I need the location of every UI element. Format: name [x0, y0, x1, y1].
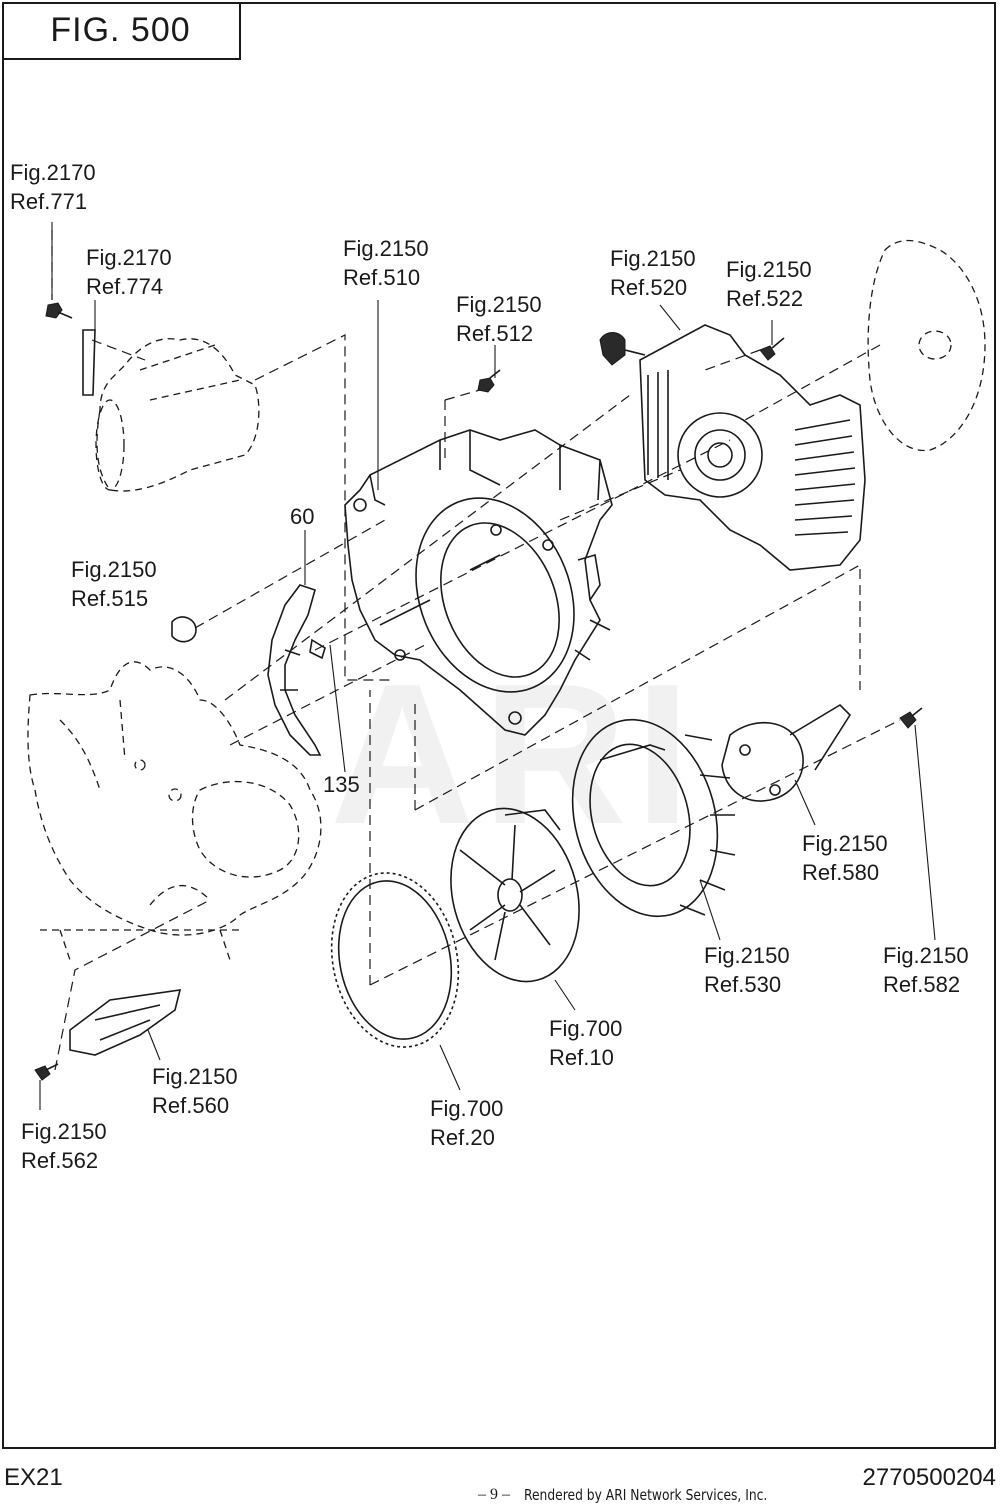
callout-fig: Fig.2150 [610, 246, 696, 271]
callout-ref: Ref.560 [152, 1093, 230, 1118]
callout-ref: Ref.512 [456, 321, 534, 346]
callout-ref: 60 [290, 504, 315, 529]
callout-ref: Ref.562 [21, 1148, 99, 1173]
figure-title: FIG. 500 [2, 2, 241, 60]
ari-watermark: ARI [330, 643, 699, 866]
callout-ref: Ref.515 [71, 586, 149, 611]
page-number: – 9 – [478, 1486, 510, 1503]
callout-fig: Fig.700 [549, 1016, 623, 1041]
callout-fig: Fig.700 [430, 1096, 504, 1121]
callout-fig: Fig.2150 [71, 557, 157, 582]
callout-fig: Fig.2150 [883, 943, 969, 968]
callout-ref: Ref.582 [883, 972, 961, 997]
callout-60: 60 [290, 502, 314, 531]
callout-ref: 135 [323, 772, 360, 797]
callout-fig: Fig.2170 [86, 245, 172, 270]
recoil-starter-part [599, 324, 866, 571]
callout-ref: Ref.774 [86, 274, 164, 299]
fastener-parts [34, 302, 923, 1081]
callout-ref: Ref.510 [343, 265, 421, 290]
bracket-part [69, 989, 182, 1056]
callout-fig: Fig.2150 [704, 943, 790, 968]
callout-fig: Fig.2150 [726, 257, 812, 282]
callout-ref: Ref.10 [549, 1045, 614, 1070]
callout-fig: Fig.2150 [21, 1119, 107, 1144]
ring-gear-part [330, 872, 460, 1048]
ghost-engine-cover [867, 239, 986, 452]
callout-ref: Ref.522 [726, 286, 804, 311]
callout-fig: Fig.2170 [10, 160, 96, 185]
part-number: 2770500204 [862, 1464, 996, 1491]
baffle-plate-part [267, 584, 322, 756]
leader-lines [39, 222, 936, 1110]
diagram-frame [2, 2, 996, 1449]
starter-motor-ghost [95, 338, 260, 492]
callout-fig: Fig.2150 [802, 831, 888, 856]
fan-housing-part [344, 429, 613, 736]
flywheel-fan-part [571, 718, 736, 918]
starter-pulley-part [450, 807, 580, 983]
callout-fig: Fig.2150 [152, 1064, 238, 1089]
model-label: EX21 [4, 1464, 63, 1491]
callout-ref: Ref.530 [704, 972, 782, 997]
callout-fig: Fig.2150 [456, 292, 542, 317]
assembly-dashed-lines [51, 230, 901, 1071]
callout-ref: Ref.520 [610, 275, 688, 300]
callout-ref: Ref.771 [10, 189, 88, 214]
engine-ghost-outline [27, 661, 322, 961]
callout-135: 135 [323, 770, 360, 799]
callout-ref: Ref.20 [430, 1125, 495, 1150]
callout-fig: Fig.2150 [343, 236, 429, 261]
render-credit: Rendered by ARI Network Services, Inc. [524, 1486, 768, 1504]
magneto-rotor-part [721, 703, 852, 802]
callout-ref: Ref.580 [802, 860, 880, 885]
